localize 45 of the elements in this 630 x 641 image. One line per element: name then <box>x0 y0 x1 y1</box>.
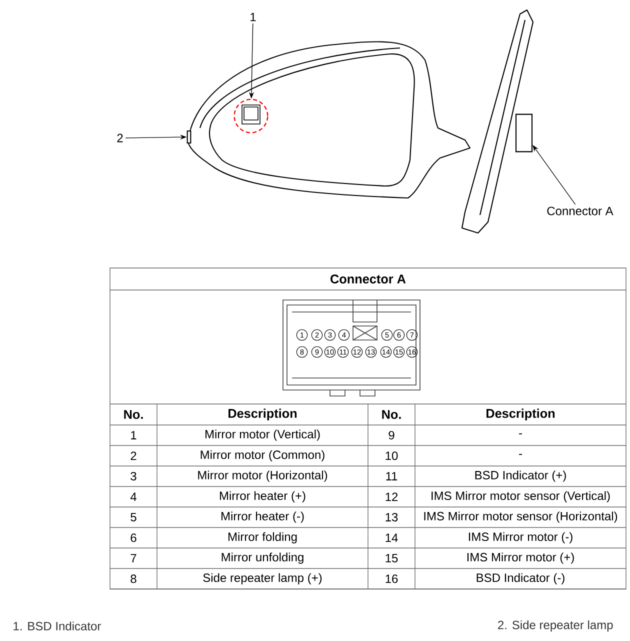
table-cell: 3 <box>130 472 136 480</box>
table-cell: BSD Indicator (-) <box>476 573 564 584</box>
table-cell: Mirror heater (-) <box>221 512 304 523</box>
table-cell: Mirror unfolding <box>222 552 304 564</box>
table-cell: Mirror folding <box>228 532 297 544</box>
table-cell: 4 <box>130 492 136 501</box>
table-cell: Mirror motor (Vertical) <box>205 430 320 441</box>
column-header: Description <box>228 408 297 420</box>
table-cell: 1 <box>131 431 136 440</box>
table-cell: 7 <box>130 554 136 562</box>
table-cell: Mirror motor (Horizontal) <box>198 470 328 482</box>
table-cell: Mirror motor (Common) <box>200 450 324 462</box>
table-cell: 16 <box>386 574 398 584</box>
callout-text: 2 <box>117 134 123 142</box>
table-cell: - <box>519 433 522 434</box>
table-cell: 2 <box>130 452 136 460</box>
table-cell: IMS Mirror motor sensor (Horizontal) <box>424 512 618 523</box>
table-cell: 10 <box>386 452 398 460</box>
column-header: Description <box>486 408 555 420</box>
table-cell: IMS Mirror motor (+) <box>467 552 574 564</box>
table-cell: IMS Mirror motor (-) <box>468 532 572 544</box>
table-cell: 5 <box>130 513 136 522</box>
table-cell: IMS Mirror motor sensor (Vertical) <box>432 491 610 502</box>
table-cell: Mirror heater (+) <box>220 491 306 502</box>
table-cell: 8 <box>130 574 136 584</box>
table-cell: 13 <box>386 512 398 522</box>
column-header: No. <box>124 410 143 419</box>
note: 1. BSD Indicator <box>14 622 101 630</box>
lamp-part <box>186 130 192 144</box>
column-header: No. <box>382 410 401 419</box>
table-cell: 12 <box>386 492 398 501</box>
note: 2. Side repeater lamp <box>498 620 613 632</box>
table-cell: 14 <box>386 534 398 542</box>
indicator-part <box>234 98 268 134</box>
callout-text: Connector A <box>547 206 614 216</box>
table-cell: 6 <box>130 534 136 542</box>
table-title: Connector A <box>330 274 406 284</box>
connector-part <box>515 114 533 152</box>
table-cell: - <box>519 454 522 455</box>
table-cell: Side repeater lamp (+) <box>203 573 322 584</box>
table-cell: 9 <box>388 430 394 440</box>
table-cell: 15 <box>386 554 398 562</box>
callout-text: 1 <box>250 12 256 22</box>
table-cell: 11 <box>386 472 398 480</box>
table-cell: BSD Indicator (+) <box>475 470 566 482</box>
